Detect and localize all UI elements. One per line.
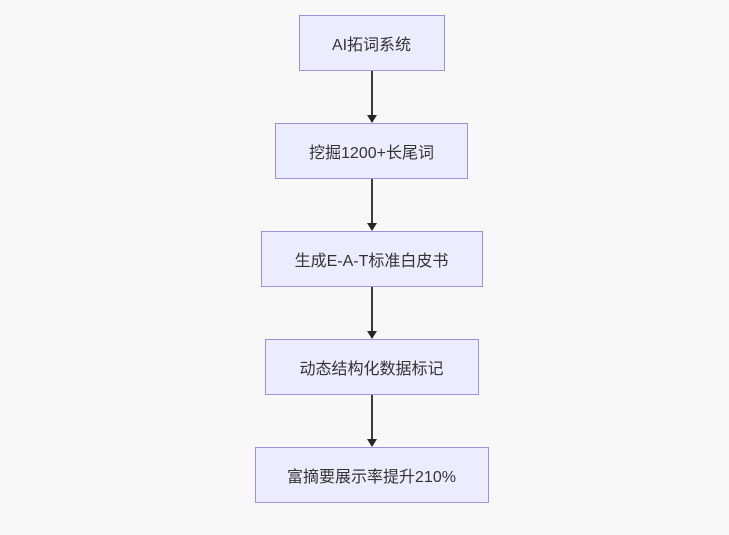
flowchart-column: AI拓词系统 挖掘1200+长尾词 生成E-A-T标准白皮书 动态结构化数据标记… xyxy=(7,0,729,503)
flow-arrow-3 xyxy=(366,287,377,339)
flow-node-mine-longtail-keywords: 挖掘1200+长尾词 xyxy=(275,123,468,179)
arrowhead-down-icon xyxy=(366,331,377,339)
arrow-line xyxy=(370,395,373,440)
arrowhead-down-icon xyxy=(366,223,377,231)
arrowhead-down-icon xyxy=(366,115,377,123)
flow-node-ai-keyword-expansion-system: AI拓词系统 xyxy=(298,15,445,71)
flow-node-dynamic-structured-data-markup: 动态结构化数据标记 xyxy=(264,339,479,395)
arrow-line xyxy=(370,71,373,116)
flow-node-rich-snippet-rate-increase: 富摘要展示率提升210% xyxy=(254,447,489,503)
arrowhead-down-icon xyxy=(366,439,377,447)
arrow-line xyxy=(370,179,373,224)
flow-arrow-4 xyxy=(366,395,377,447)
flow-arrow-1 xyxy=(366,71,377,123)
arrow-line xyxy=(370,287,373,332)
flow-node-generate-eat-whitepaper: 生成E-A-T标准白皮书 xyxy=(260,231,483,287)
flow-arrow-2 xyxy=(366,179,377,231)
